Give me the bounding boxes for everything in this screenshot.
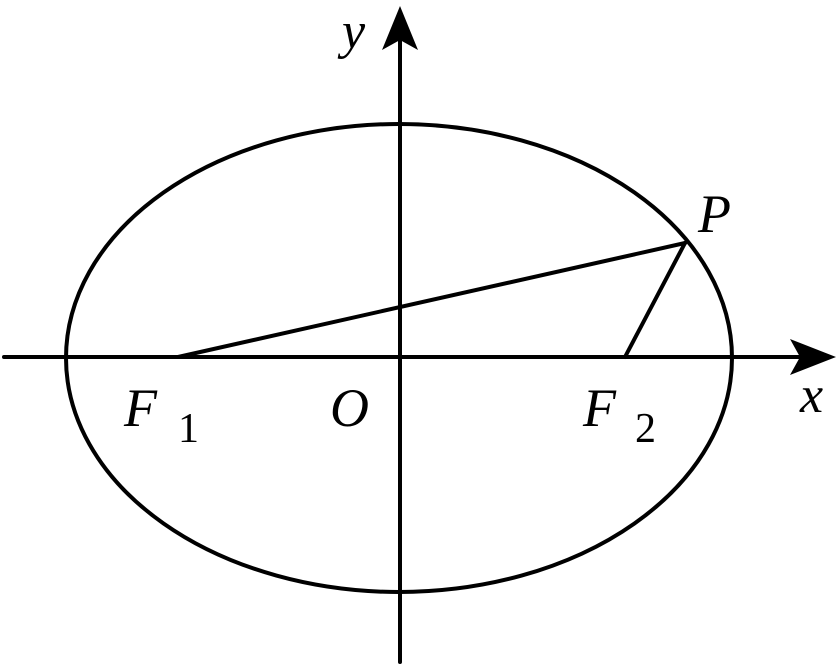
point-p-label: P — [697, 184, 731, 244]
segment-pf2 — [623, 241, 687, 359]
focus1-label: F — [123, 378, 158, 438]
focus1-subscript: 1 — [178, 406, 199, 452]
origin-label: O — [330, 378, 369, 438]
y-axis-arrowhead — [382, 6, 418, 50]
y-axis-label: y — [337, 3, 366, 60]
x-axis-label: x — [799, 367, 823, 424]
focus2-subscript: 2 — [635, 406, 656, 452]
x-axis-arrowhead — [790, 339, 836, 375]
ellipse-curve — [64, 122, 734, 594]
segment-pf1 — [176, 241, 687, 359]
focus2-label: F — [582, 378, 617, 438]
